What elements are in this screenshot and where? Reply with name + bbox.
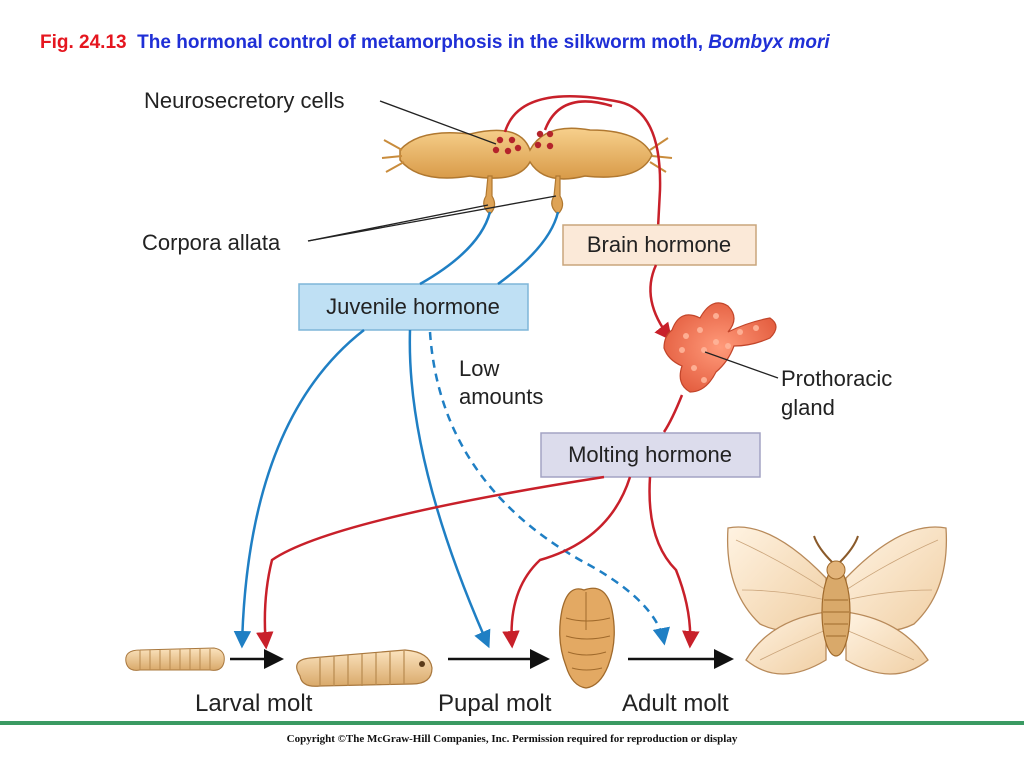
adult-molt-label: Adult molt [622,690,729,717]
figure-number: Fig. 24.13 [40,32,127,53]
prothoracic-gland-label-line1: Prothoracic [781,366,892,391]
brain-icon [381,127,673,215]
prothoracic-gland-label-line2: gland [781,395,835,420]
copyright-notice: Copyright ©The McGraw-Hill Companies, In… [286,733,738,745]
juvenile-hormone-box: Juvenile hormone [298,283,529,331]
corpora-allata-label: Corpora allata [142,230,281,255]
pupa-icon [559,587,615,689]
larval-molt-label: Larval molt [195,690,313,717]
low-amounts-label-line2: amounts [459,384,543,409]
prothoracic-gland-icon [663,302,777,393]
footer-divider [0,721,1024,725]
figure-title: Fig. 24.13 The hormonal control of metam… [40,32,830,54]
figure-title-species: Bombyx mori [708,32,830,53]
juvenile-hormone-label: Juvenile hormone [326,294,500,319]
larva-icon [296,649,433,687]
brain-hormone-label: Brain hormone [587,232,731,257]
neurosecretory-cells-label: Neurosecretory cells [144,88,345,113]
molting-hormone-label: Molting hormone [568,442,732,467]
molting-hormone-box: Molting hormone [540,432,761,478]
figure-title-text: The hormonal control of metamorphosis in… [137,32,703,53]
pupal-molt-label: Pupal molt [438,690,552,717]
larva-icon [125,647,225,671]
moth-icon [726,526,948,675]
low-amounts-label-line1: Low [459,356,499,381]
brain-hormone-box: Brain hormone [562,224,757,266]
